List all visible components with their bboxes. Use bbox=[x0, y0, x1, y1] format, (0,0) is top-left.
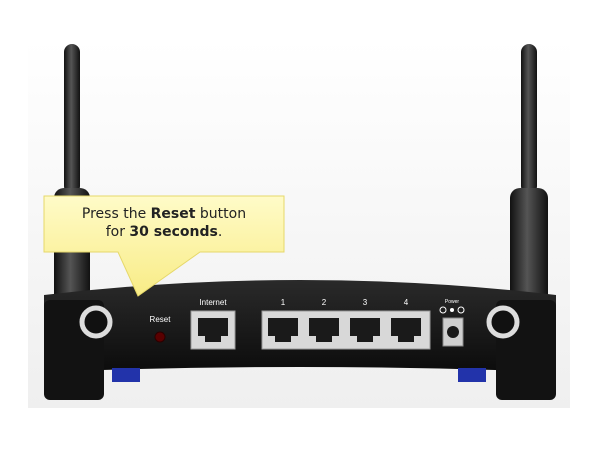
reset-button[interactable] bbox=[154, 331, 166, 343]
callout-line-1-prefix: Press the bbox=[81, 206, 151, 222]
callout-duration-bold: 30 seconds bbox=[129, 224, 218, 240]
right-antenna-socket bbox=[486, 305, 520, 339]
callout-line-1: Press the Reset button bbox=[44, 205, 284, 223]
callout-line-2-prefix: for bbox=[105, 224, 130, 240]
port-label-1: 1 bbox=[281, 298, 286, 307]
right-foot bbox=[458, 368, 486, 382]
internet-label: Internet bbox=[199, 298, 227, 307]
callout-line-2-suffix: . bbox=[217, 224, 223, 240]
callout-reset-bold: Reset bbox=[150, 206, 196, 222]
left-foot bbox=[112, 368, 140, 382]
reset-label: Reset bbox=[150, 315, 172, 324]
internet-port bbox=[190, 310, 236, 350]
port-label-3: 3 bbox=[363, 298, 368, 307]
callout-line-1-suffix: button bbox=[195, 206, 247, 222]
lan-port-block bbox=[261, 310, 431, 350]
callout-bubble bbox=[43, 195, 285, 297]
power-label: Power bbox=[445, 299, 460, 305]
port-label-4: 4 bbox=[404, 298, 409, 307]
callout-text: Press the Reset button for 30 seconds. bbox=[44, 205, 284, 241]
callout-line-2: for 30 seconds. bbox=[44, 223, 284, 241]
power-jack bbox=[442, 317, 464, 347]
port-label-2: 2 bbox=[322, 298, 327, 307]
polarity-icon bbox=[439, 306, 465, 314]
left-antenna-socket bbox=[79, 305, 113, 339]
